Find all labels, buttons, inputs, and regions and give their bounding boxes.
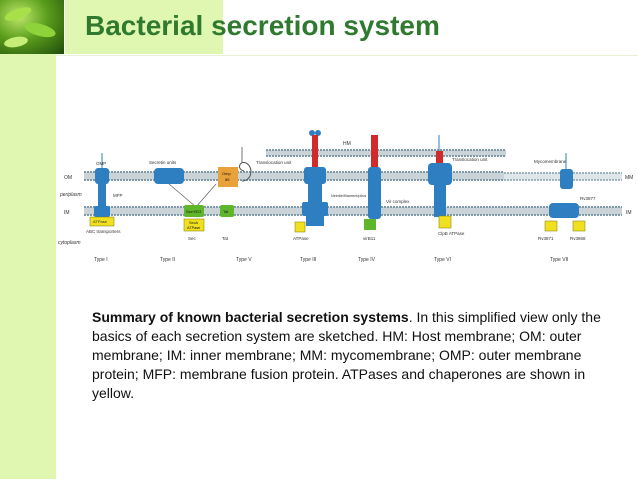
label-im: IM xyxy=(64,210,70,216)
type-iii-inner-ring xyxy=(302,202,328,216)
label-omp85-b: 85 xyxy=(225,177,230,182)
type-ii-system: Secretin units SecYEG SecA ATPase Tat Se… xyxy=(149,160,234,241)
label-mm: MM xyxy=(625,175,633,181)
type-vii-mm-pore xyxy=(560,169,573,189)
type-i-omp xyxy=(95,168,109,184)
secretin-units xyxy=(154,168,184,184)
label-om: OM xyxy=(64,175,72,181)
type-vi-system: Translocation unit ClpB ATPase xyxy=(428,135,488,236)
label-omp85-a: Omp xyxy=(222,171,231,176)
label-im-right: IM xyxy=(626,210,632,216)
title-highlight xyxy=(65,0,223,54)
label-mycomembrane: Mycomembrane xyxy=(534,159,567,164)
type-iii-cytoplasmic-ring xyxy=(306,216,324,226)
type-vii-system: Mycomembrane Rv3877 Rv3871 Rv3868 xyxy=(534,153,596,241)
type-vi-tube xyxy=(428,163,452,185)
type-iii-tip-left xyxy=(309,130,315,136)
label-hm: HM xyxy=(343,141,351,147)
type-v-system: Omp 85 Translocation unit xyxy=(218,147,292,187)
caption-text: . In this simplified view only the basic… xyxy=(92,309,601,401)
title-highlight-word: Bacterial xyxy=(85,10,204,41)
host-membrane xyxy=(266,149,506,157)
type-i-mfp xyxy=(98,184,106,208)
type-i-channel xyxy=(94,206,110,217)
type-iv-core xyxy=(368,167,381,219)
bacterium-shape xyxy=(4,36,28,48)
label-atpase-t1: ATPase xyxy=(93,219,108,224)
rv3871 xyxy=(544,220,558,232)
type-label: Type III xyxy=(300,257,316,263)
bacteria-illustration xyxy=(4,7,56,48)
clpb-atpase xyxy=(438,215,452,229)
im-bilayer xyxy=(84,207,622,215)
type-ii-link xyxy=(168,183,197,208)
label-mfp: MFP xyxy=(113,193,123,198)
type-label: Type V xyxy=(236,257,252,263)
label-seca-atpase: ATPase xyxy=(187,226,200,230)
type-iv-pilus xyxy=(371,135,378,171)
label-sec: Sec xyxy=(188,236,197,241)
type-iii-tip-right xyxy=(315,130,321,136)
label-translocation-unit-2: Translocation unit xyxy=(452,157,488,162)
label-tat: Tat xyxy=(222,236,229,241)
title-divider xyxy=(56,55,638,56)
label-secyeg: SecYEG xyxy=(186,209,201,214)
caption-bold-lead: Summary of known bacterial secretion sys… xyxy=(92,309,409,325)
label-clpb-atpase: ClpB ATPase xyxy=(438,231,465,236)
type-vi-spike xyxy=(436,151,443,171)
type-iii-rod xyxy=(308,183,322,208)
hm-bilayer xyxy=(266,150,506,156)
type-label: Type IV xyxy=(358,257,376,263)
label-cytoplasm: cytoplasm xyxy=(58,240,81,246)
seca-atpase xyxy=(183,218,205,232)
label-atpase-t3: ATPase xyxy=(293,236,309,241)
type-label: Type II xyxy=(160,257,175,263)
type-v-link xyxy=(195,183,217,208)
label-translocation-unit-1: Translocation unit xyxy=(256,160,292,165)
bacterium-shape xyxy=(4,7,32,21)
secyeg xyxy=(184,205,204,217)
label-secretin-units: Secretin units xyxy=(149,160,177,165)
label-periplasm: periplasm xyxy=(59,192,82,198)
label-seca: SecA xyxy=(189,221,199,225)
label-abc-transporters: ABC transporters xyxy=(86,229,121,234)
om-bilayer xyxy=(84,172,504,180)
slide-title: Bacterial secretion system xyxy=(85,10,440,42)
inner-membrane xyxy=(84,206,622,216)
label-omp: OMP xyxy=(96,161,106,166)
label-rv3868: Rv3868 xyxy=(570,236,586,241)
type-iv-system: Vir complex virB11 xyxy=(363,135,410,241)
type-iii-system: Needle/filament/pilus ATPase xyxy=(293,130,366,241)
type-i-atpase xyxy=(89,216,115,227)
type-label: Type VII xyxy=(550,257,568,263)
label-rv3877: Rv3877 xyxy=(580,196,596,201)
type-vi-base xyxy=(434,184,446,217)
bacteria-image xyxy=(0,0,64,54)
label-needle-filament-pilus: Needle/filament/pilus xyxy=(331,194,366,198)
type-v-passenger-loop xyxy=(239,161,252,182)
diagram-caption: Summary of known bacterial secretion sys… xyxy=(92,308,617,403)
rv3868 xyxy=(572,220,586,232)
label-vir-complex: Vir complex xyxy=(386,199,410,204)
label-rv3871: Rv3871 xyxy=(538,236,554,241)
type-label: Type I xyxy=(94,257,108,263)
tat-translocase xyxy=(220,205,234,217)
title-rest: secretion system xyxy=(203,10,440,41)
omp85 xyxy=(218,167,238,187)
type-iii-atpase xyxy=(294,221,306,233)
left-accent-bar xyxy=(0,0,56,479)
bacterium-shape xyxy=(24,22,56,38)
rv3877 xyxy=(549,203,579,218)
type-iii-outer-ring xyxy=(304,167,326,184)
type-label: Type VI xyxy=(434,257,451,263)
type-i-system: OMP MFP ATPase ABC transporters xyxy=(86,153,123,234)
secretion-systems-diagram: HM OM periplasm IM cytoplasm MM IM OMP M… xyxy=(58,130,633,263)
type-iii-needle xyxy=(312,135,318,171)
virb11 xyxy=(364,219,376,230)
label-tat-box: Tat xyxy=(223,209,229,214)
label-virb11: virB11 xyxy=(363,236,376,241)
